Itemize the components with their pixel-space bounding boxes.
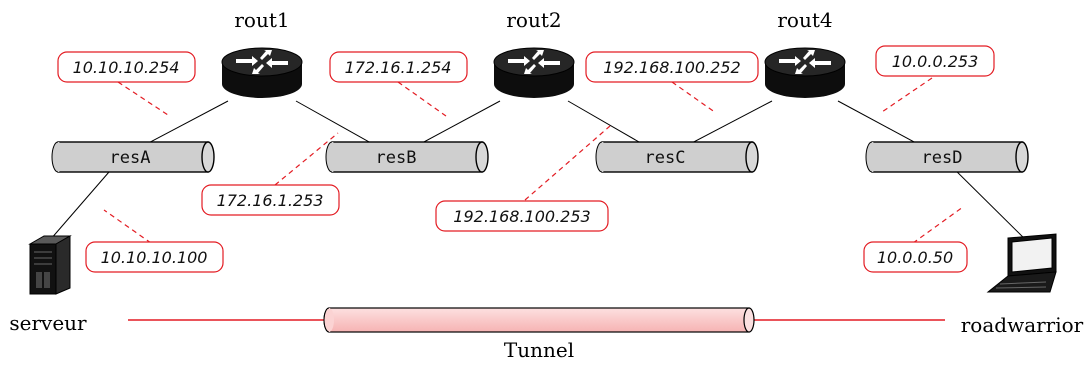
address-box: 172.16.1.253: [201, 184, 340, 216]
leader-10-0-0-253: [881, 77, 933, 113]
network-label: resB: [376, 148, 417, 168]
router-icon: [493, 47, 575, 99]
address-leaders: [103, 77, 964, 244]
network-label: resC: [645, 148, 686, 168]
address-box: 10.10.10.100: [85, 241, 224, 273]
address-label: 10.0.0.50: [877, 248, 953, 267]
host-roadwarrior: roadwarrior: [961, 233, 1084, 337]
network-resC: resC: [595, 141, 759, 173]
network-resB: resB: [325, 141, 489, 173]
leader-10-10-10-100: [103, 209, 152, 244]
router-rout2: rout2: [493, 8, 575, 99]
host-serveur: serveur: [9, 235, 87, 335]
router-label: rout4: [777, 8, 832, 32]
address-label: 10.10.10.254: [73, 58, 180, 77]
address-box: 10.10.10.254: [57, 51, 196, 83]
address-box: 10.0.0.253: [875, 45, 995, 77]
address-label: 172.16.1.253: [217, 191, 324, 210]
leader-10-10-10-254: [117, 81, 169, 116]
host-label: roadwarrior: [961, 313, 1084, 337]
network-label: resD: [922, 148, 963, 168]
host-label: serveur: [9, 311, 87, 335]
server-icon: [28, 235, 72, 295]
leader-172-16-1-254: [397, 81, 447, 117]
address-box: 10.0.0.50: [863, 241, 968, 273]
laptop-icon: [986, 233, 1057, 293]
leader-192-168-100-252: [671, 81, 717, 114]
tunnel: Tunnel: [128, 307, 945, 362]
address-box: 172.16.1.254: [329, 51, 468, 83]
address-box: 192.168.100.253: [435, 200, 609, 232]
leader-192-168-100-253: [524, 125, 611, 201]
leader-10-0-0-50: [912, 206, 964, 244]
router-label: rout1: [234, 8, 289, 32]
router-label: rout2: [506, 8, 561, 32]
router-rout1: rout1: [221, 8, 303, 99]
router-icon: [764, 47, 846, 99]
address-label: 192.168.100.253: [453, 207, 590, 226]
network-resA: resA: [51, 141, 215, 173]
network-label: resA: [110, 148, 151, 168]
address-box: 192.168.100.252: [585, 51, 759, 83]
tunnel-label: Tunnel: [504, 338, 574, 362]
router-rout4: rout4: [764, 8, 846, 99]
leader-172-16-1-253: [274, 132, 339, 186]
router-icon: [221, 47, 303, 99]
address-label: 172.16.1.254: [345, 58, 452, 77]
tunnel-pipe: [328, 307, 750, 333]
network-resD: resD: [865, 141, 1029, 173]
address-label: 10.0.0.253: [892, 52, 979, 71]
address-label: 192.168.100.252: [603, 58, 740, 77]
address-label: 10.10.10.100: [101, 248, 208, 267]
